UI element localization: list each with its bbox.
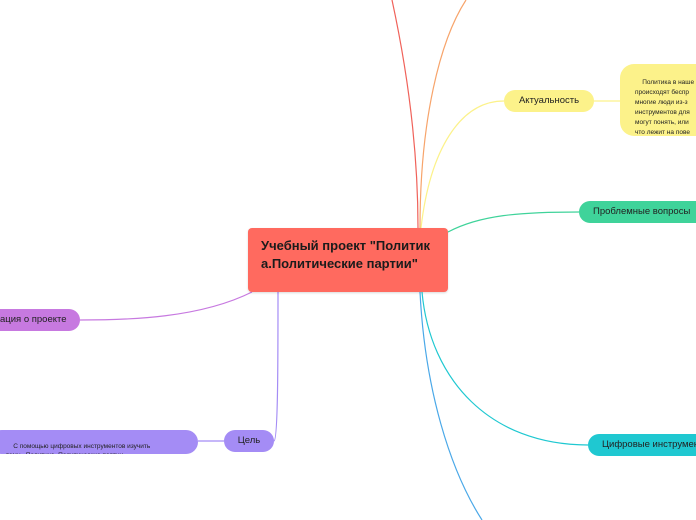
branch-line-bottom-blue bbox=[419, 291, 483, 520]
branch-line-actuality bbox=[420, 100, 505, 229]
branch-line-top-orange bbox=[419, 0, 467, 229]
topic-goal-label: Цель bbox=[237, 435, 261, 446]
topic-project-info[interactable]: ация о проекте bbox=[0, 309, 80, 331]
branch-line-about bbox=[79, 291, 253, 321]
goal-note[interactable]: С помощью цифровых инструментов изучить … bbox=[0, 430, 198, 454]
topic-problem-questions[interactable]: Проблемные вопросы bbox=[579, 201, 696, 223]
topic-goal[interactable]: Цель bbox=[224, 430, 274, 452]
branch-line-goal bbox=[273, 291, 279, 442]
branch-line-problems bbox=[447, 211, 580, 233]
central-topic[interactable]: Учебный проект "Политика.Политические па… bbox=[248, 228, 448, 292]
goal-note-text: С помощью цифровых инструментов изучить … bbox=[6, 443, 151, 454]
topic-digital-tools[interactable]: Цифровые инструмен bbox=[588, 434, 696, 456]
topic-digital-tools-label: Цифровые инструмен bbox=[602, 439, 696, 450]
actuality-note-text: Политика в наше происходят беспр многие … bbox=[635, 79, 695, 136]
topic-actuality[interactable]: Актуальность bbox=[504, 90, 594, 112]
central-topic-label: Учебный проект "Политика.Политические па… bbox=[261, 238, 430, 271]
topic-actuality-label: Актуальность bbox=[518, 95, 580, 106]
actuality-note[interactable]: Политика в наше происходят беспр многие … bbox=[620, 64, 696, 136]
branch-line-top-red bbox=[391, 0, 419, 229]
branch-line-digital bbox=[421, 291, 589, 446]
topic-problem-questions-label: Проблемные вопросы bbox=[593, 206, 691, 217]
topic-project-info-label: ация о проекте bbox=[0, 314, 67, 325]
